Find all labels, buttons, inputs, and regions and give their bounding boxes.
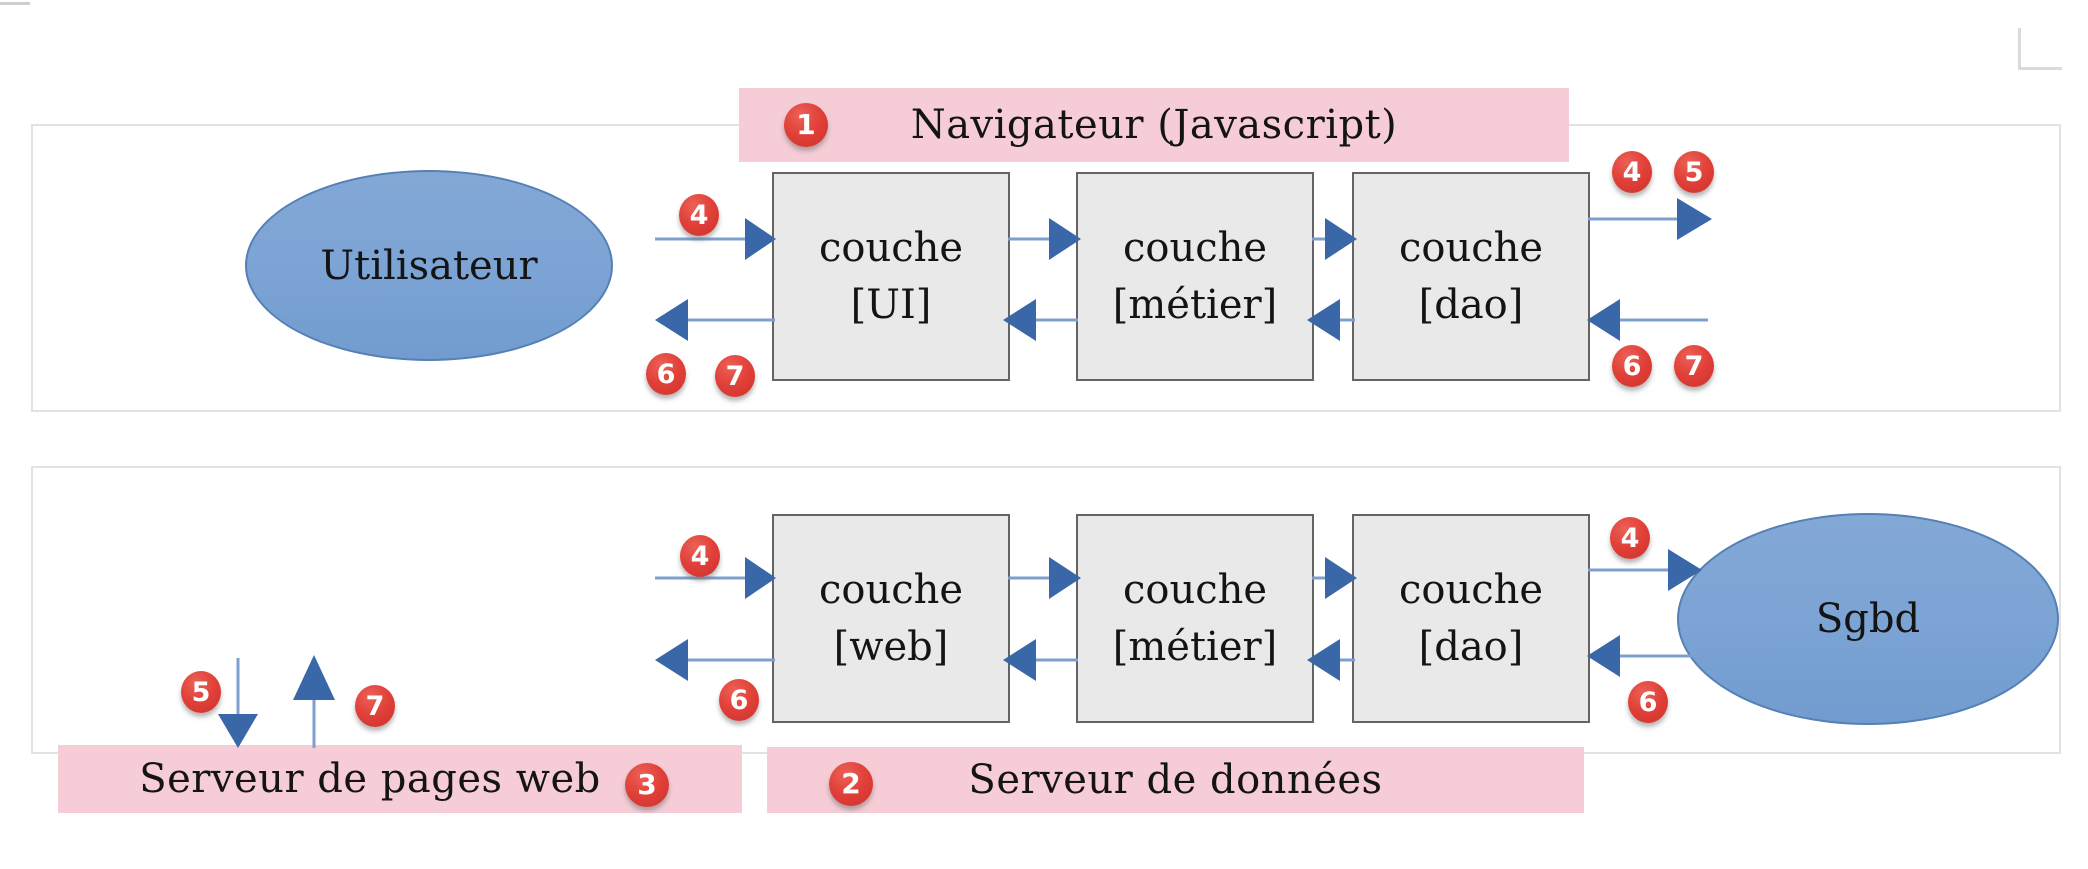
dbms-ellipse: Sgbd bbox=[1677, 513, 2059, 725]
flow-badge-4-db: 4 bbox=[1610, 517, 1650, 559]
layer-box-browser-metier-line2: [métier] bbox=[1112, 281, 1278, 328]
flow-badge-6-browser-right: 6 bbox=[1612, 345, 1652, 387]
data-server-title-bar: 2 Serveur de données bbox=[767, 747, 1584, 813]
pages-web-server-label: Serveur de pages web bbox=[139, 756, 601, 802]
user-label: Utilisateur bbox=[320, 242, 538, 289]
step-badge-2: 2 bbox=[829, 762, 873, 806]
flow-badge-6-browser-left: 6 bbox=[646, 353, 686, 395]
layer-box-server-dao: couche [dao] bbox=[1352, 514, 1590, 723]
navigator-title-bar: 1 Navigateur (Javascript) bbox=[739, 88, 1569, 162]
flow-badge-4-browser-left: 4 bbox=[679, 194, 719, 236]
layer-box-server-metier-line1: couche bbox=[1122, 566, 1268, 613]
layer-box-browser-dao-line1: couche bbox=[1398, 224, 1544, 271]
layer-box-browser-metier-line1: couche bbox=[1122, 224, 1268, 271]
layer-box-ui-line2: [UI] bbox=[850, 281, 932, 328]
flow-badge-4-server-left: 4 bbox=[680, 535, 720, 577]
layer-box-ui-line1: couche bbox=[818, 224, 964, 271]
step-badge-1: 1 bbox=[784, 103, 828, 147]
table-corner-mark bbox=[2018, 67, 2062, 70]
step-badge-3: 3 bbox=[625, 763, 669, 807]
layer-box-web: couche [web] bbox=[772, 514, 1010, 723]
flow-badge-7-page-up: 7 bbox=[355, 685, 395, 727]
pages-web-server-title-bar: Serveur de pages web 3 bbox=[58, 745, 742, 813]
layer-box-browser-metier: couche [métier] bbox=[1076, 172, 1314, 381]
layer-box-web-line1: couche bbox=[818, 566, 964, 613]
flow-badge-7-browser-left: 7 bbox=[715, 355, 755, 397]
user-ellipse: Utilisateur bbox=[245, 170, 613, 361]
layer-box-browser-dao: couche [dao] bbox=[1352, 172, 1590, 381]
layer-box-server-dao-line2: [dao] bbox=[1418, 623, 1524, 670]
dbms-label: Sgbd bbox=[1815, 596, 1921, 642]
data-server-label: Serveur de données bbox=[968, 757, 1383, 803]
table-corner-mark bbox=[2018, 28, 2021, 70]
layer-box-server-metier-line2: [métier] bbox=[1112, 623, 1278, 670]
page-edge-tick bbox=[0, 2, 30, 5]
flow-badge-7-browser-right: 7 bbox=[1674, 345, 1714, 387]
flow-badge-6-server-left: 6 bbox=[719, 679, 759, 721]
flow-badge-5-page-down: 5 bbox=[181, 671, 221, 713]
layer-box-web-line2: [web] bbox=[833, 623, 949, 670]
flow-badge-4-browser-right: 4 bbox=[1612, 151, 1652, 193]
flow-badge-6-db: 6 bbox=[1628, 681, 1668, 723]
layer-box-server-dao-line1: couche bbox=[1398, 566, 1544, 613]
flow-badge-5-browser-right: 5 bbox=[1674, 151, 1714, 193]
layer-box-browser-dao-line2: [dao] bbox=[1418, 281, 1524, 328]
layer-box-ui: couche [UI] bbox=[772, 172, 1010, 381]
layer-box-server-metier: couche [métier] bbox=[1076, 514, 1314, 723]
navigator-title-label: Navigateur (Javascript) bbox=[910, 102, 1398, 148]
